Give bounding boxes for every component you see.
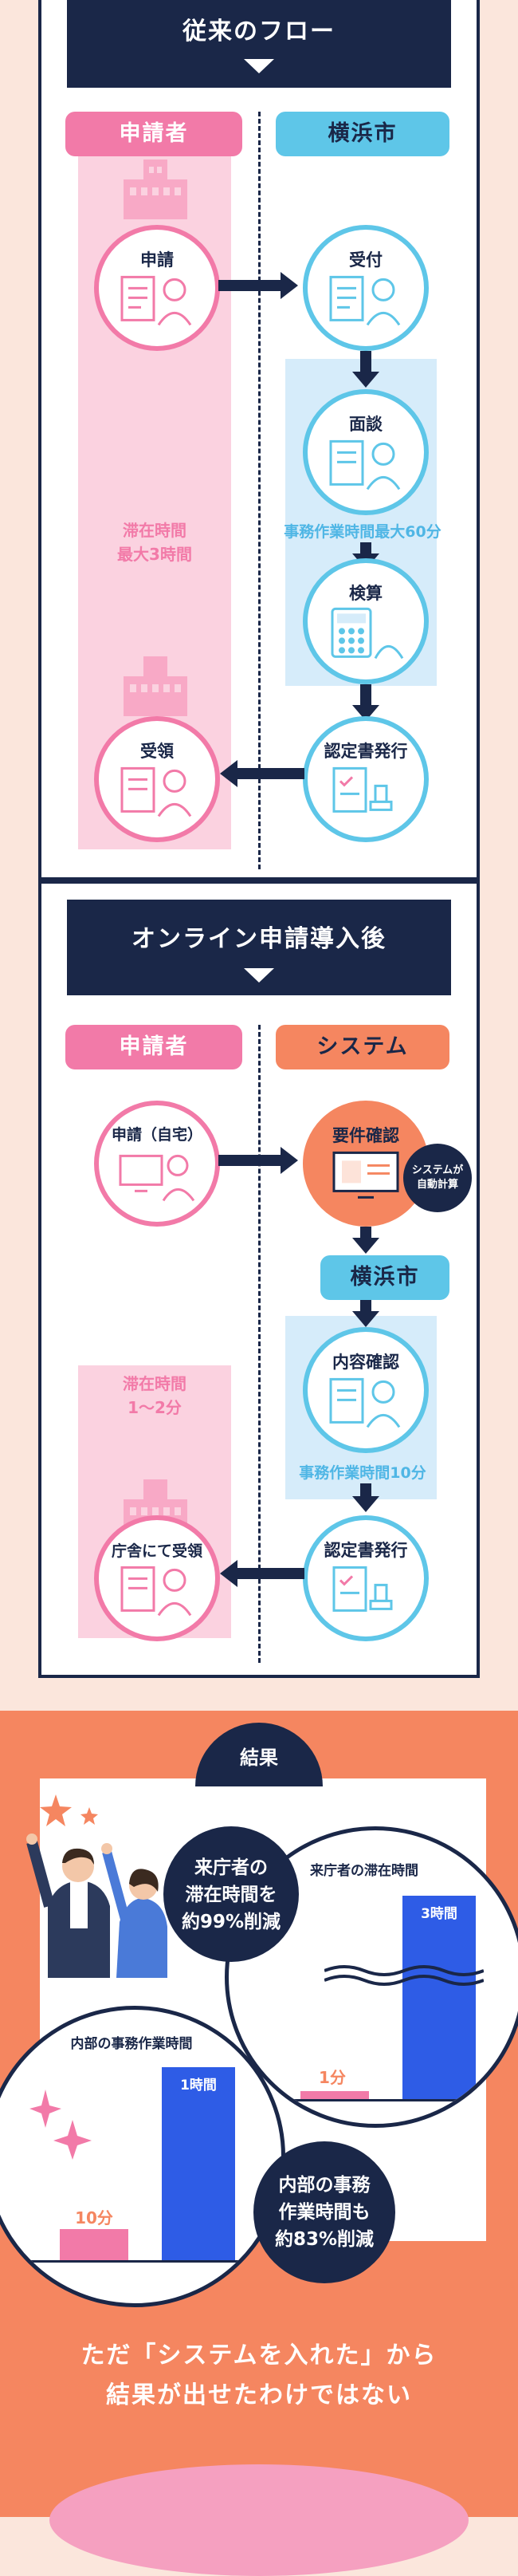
flow-arrow-head bbox=[220, 1560, 237, 1587]
staff-chart-baseline bbox=[28, 2260, 259, 2263]
axis-break-icon bbox=[324, 1965, 484, 1986]
collect-at-office-step: 庁舎にて受領 bbox=[94, 1515, 220, 1641]
footer-line-2: 結果が出せたわけではない bbox=[106, 2381, 412, 2409]
receive-label: 受付 bbox=[349, 250, 383, 270]
staff-summary: 内部の事務 作業時間も 約83%削減 bbox=[253, 2141, 395, 2283]
visitor-before-bar: 3時間 bbox=[402, 1896, 476, 2099]
city-lane-title: 横浜市 bbox=[276, 112, 449, 156]
footer-line-1: ただ「システムを入れた」から bbox=[80, 2342, 438, 2369]
staff-after-bar bbox=[60, 2229, 128, 2261]
interview-icon bbox=[329, 439, 401, 490]
city-title: 横浜市 bbox=[320, 1255, 449, 1300]
applicant-stay-time: 滞在時間 最大3時間 bbox=[117, 521, 192, 564]
flow-arrow bbox=[236, 1568, 304, 1579]
header-down-arrow bbox=[244, 59, 274, 73]
monitor-icon bbox=[332, 1151, 399, 1199]
sparkle-icon bbox=[29, 2090, 92, 2160]
visitor-chart-baseline bbox=[285, 2099, 492, 2101]
staff-time-chart: 内部の事務作業時間 1時間 10分 bbox=[0, 2006, 285, 2307]
flow-arrow-head bbox=[352, 1238, 379, 1254]
apply-home-label: 申請（自宅） bbox=[111, 1126, 202, 1144]
calc-step: 検算 bbox=[303, 558, 429, 684]
issue-step: 認定書発行 bbox=[303, 716, 429, 842]
content-check-label: 内容確認 bbox=[332, 1353, 399, 1372]
receive-step: 受付 bbox=[303, 225, 429, 351]
traditional-flow-header: 従来のフロー bbox=[67, 0, 451, 88]
lane-divider bbox=[258, 112, 261, 869]
flow-arrow bbox=[360, 542, 371, 557]
apply-step: 申請 bbox=[94, 225, 220, 351]
visitor-summary: 来庁者の 滞在時間を 約99%削減 bbox=[163, 1826, 299, 1962]
header-down-arrow bbox=[244, 968, 274, 983]
city-hall-icon bbox=[124, 656, 187, 716]
staff-time-label: 事務作業時間最大60分 bbox=[284, 523, 441, 541]
staff-before-bar: 1時間 bbox=[162, 2067, 235, 2260]
applicant-icon bbox=[120, 275, 192, 326]
flow-arrow bbox=[218, 280, 282, 291]
visitor-before-label: 3時間 bbox=[421, 1906, 457, 1922]
certificate-stamp-icon bbox=[332, 766, 393, 813]
staff-icon bbox=[329, 275, 401, 326]
flow-arrow-head bbox=[352, 1496, 379, 1512]
issue-step: 認定書発行 bbox=[303, 1515, 429, 1641]
flow-arrow bbox=[360, 351, 371, 375]
applicant-lane-title: 申請者 bbox=[65, 1025, 242, 1069]
applicant-lane-title: 申請者 bbox=[65, 112, 242, 156]
applicant-icon bbox=[120, 1566, 192, 1617]
city-hall-icon bbox=[124, 160, 187, 219]
bottom-arc-decoration bbox=[49, 2464, 469, 2576]
flow-arrow bbox=[360, 684, 371, 708]
flow-arrow bbox=[218, 1155, 282, 1166]
collect-label: 受領 bbox=[140, 742, 174, 761]
computer-user-icon bbox=[119, 1154, 195, 1202]
staff-before-label: 1時間 bbox=[180, 2078, 217, 2093]
issue-label: 認定書発行 bbox=[324, 742, 408, 761]
flow-arrow-head bbox=[281, 272, 298, 299]
flow-arrow bbox=[236, 768, 304, 779]
visitor-after-label: 1分 bbox=[319, 2068, 346, 2087]
staff-after-label: 10分 bbox=[75, 2208, 113, 2227]
applicant-icon bbox=[120, 766, 192, 817]
online-flow-header: オンライン申請導入後 bbox=[67, 900, 451, 995]
review-staff-icon bbox=[329, 1377, 401, 1428]
flow-arrow bbox=[360, 1300, 371, 1313]
staff-chart-title: 内部の事務作業時間 bbox=[70, 2036, 193, 2052]
lane-divider bbox=[258, 1025, 261, 1663]
staff-time-label: 事務作業時間10分 bbox=[299, 1464, 426, 1482]
celebrating-people-illustration bbox=[26, 1794, 167, 1978]
flow-arrow bbox=[360, 1483, 371, 1499]
flow-arrow-head bbox=[352, 372, 379, 388]
result-title-badge: 結果 bbox=[195, 1723, 323, 1786]
calculator-icon bbox=[331, 607, 404, 660]
system-lane-title: システム bbox=[276, 1025, 449, 1069]
visitor-after-bar bbox=[300, 2091, 369, 2099]
content-check-step: 内容確認 bbox=[303, 1327, 429, 1453]
collect-step: 受領 bbox=[94, 716, 220, 842]
apply-home-step: 申請（自宅） bbox=[94, 1101, 220, 1227]
interview-step: 面談 bbox=[303, 389, 429, 515]
certificate-stamp-icon bbox=[332, 1566, 393, 1612]
auto-calc-badge: システムが 自動計算 bbox=[403, 1144, 472, 1212]
flow-arrow-head bbox=[352, 1311, 379, 1327]
apply-label: 申請 bbox=[140, 250, 174, 270]
flow-arrow-head bbox=[220, 760, 237, 787]
collect-at-office-label: 庁舎にて受領 bbox=[111, 1542, 202, 1560]
flow-arrow bbox=[360, 1227, 371, 1239]
issue-label: 認定書発行 bbox=[324, 1541, 408, 1560]
interview-label: 面談 bbox=[349, 415, 383, 434]
visitor-chart-title: 来庁者の滞在時間 bbox=[310, 1863, 418, 1879]
applicant-stay-time: 滞在時間 1～2分 bbox=[123, 1374, 186, 1417]
flow-arrow-head bbox=[281, 1147, 298, 1174]
calc-label: 検算 bbox=[349, 584, 383, 603]
requirement-check-label: 要件確認 bbox=[332, 1126, 399, 1145]
